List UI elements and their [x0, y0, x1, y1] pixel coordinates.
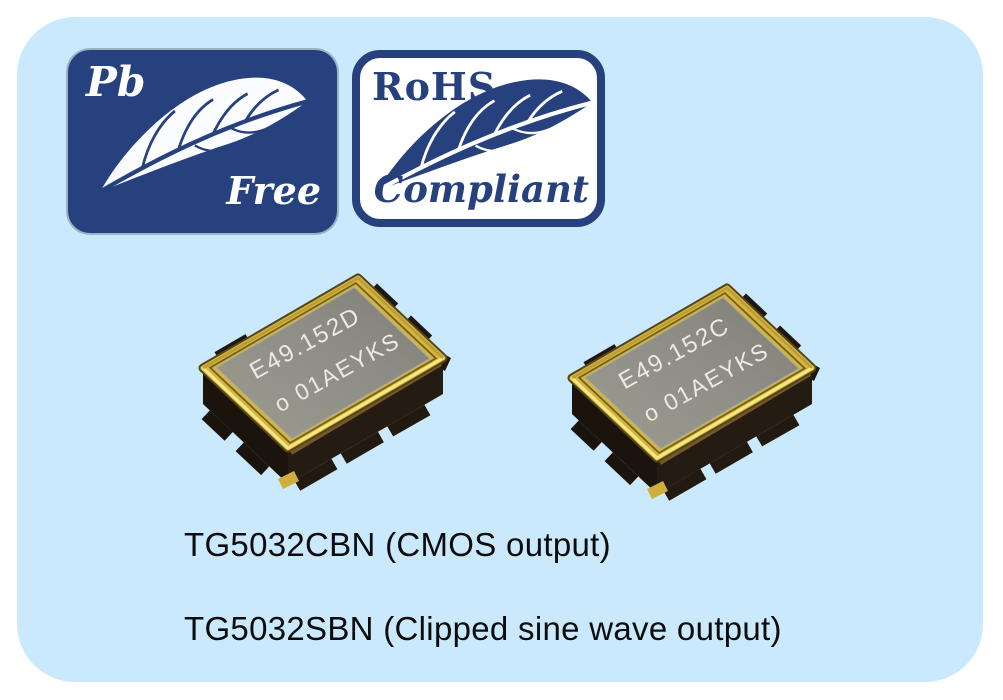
leaf-icon — [376, 79, 593, 193]
rohs-label: RoHS — [372, 64, 497, 109]
rohs-compliant-badge: RoHS Compliant — [352, 50, 605, 227]
pb-free-badge: Pb Free — [68, 50, 337, 233]
compliant-label: Compliant — [373, 167, 589, 211]
oscillator-photo-cmos: E49.152D o 01AEYKS — [198, 273, 451, 491]
leaf-icon — [99, 77, 309, 194]
free-label: Free — [226, 168, 321, 213]
pb-label: Pb — [86, 58, 146, 106]
oscillator-photo-sine: E49.152C o 01AEYKS — [567, 283, 820, 501]
caption-sine-model: TG5032SBN (Clipped sine wave output) — [184, 610, 782, 647]
caption-cmos-model: TG5032CBN (CMOS output) — [184, 526, 611, 563]
